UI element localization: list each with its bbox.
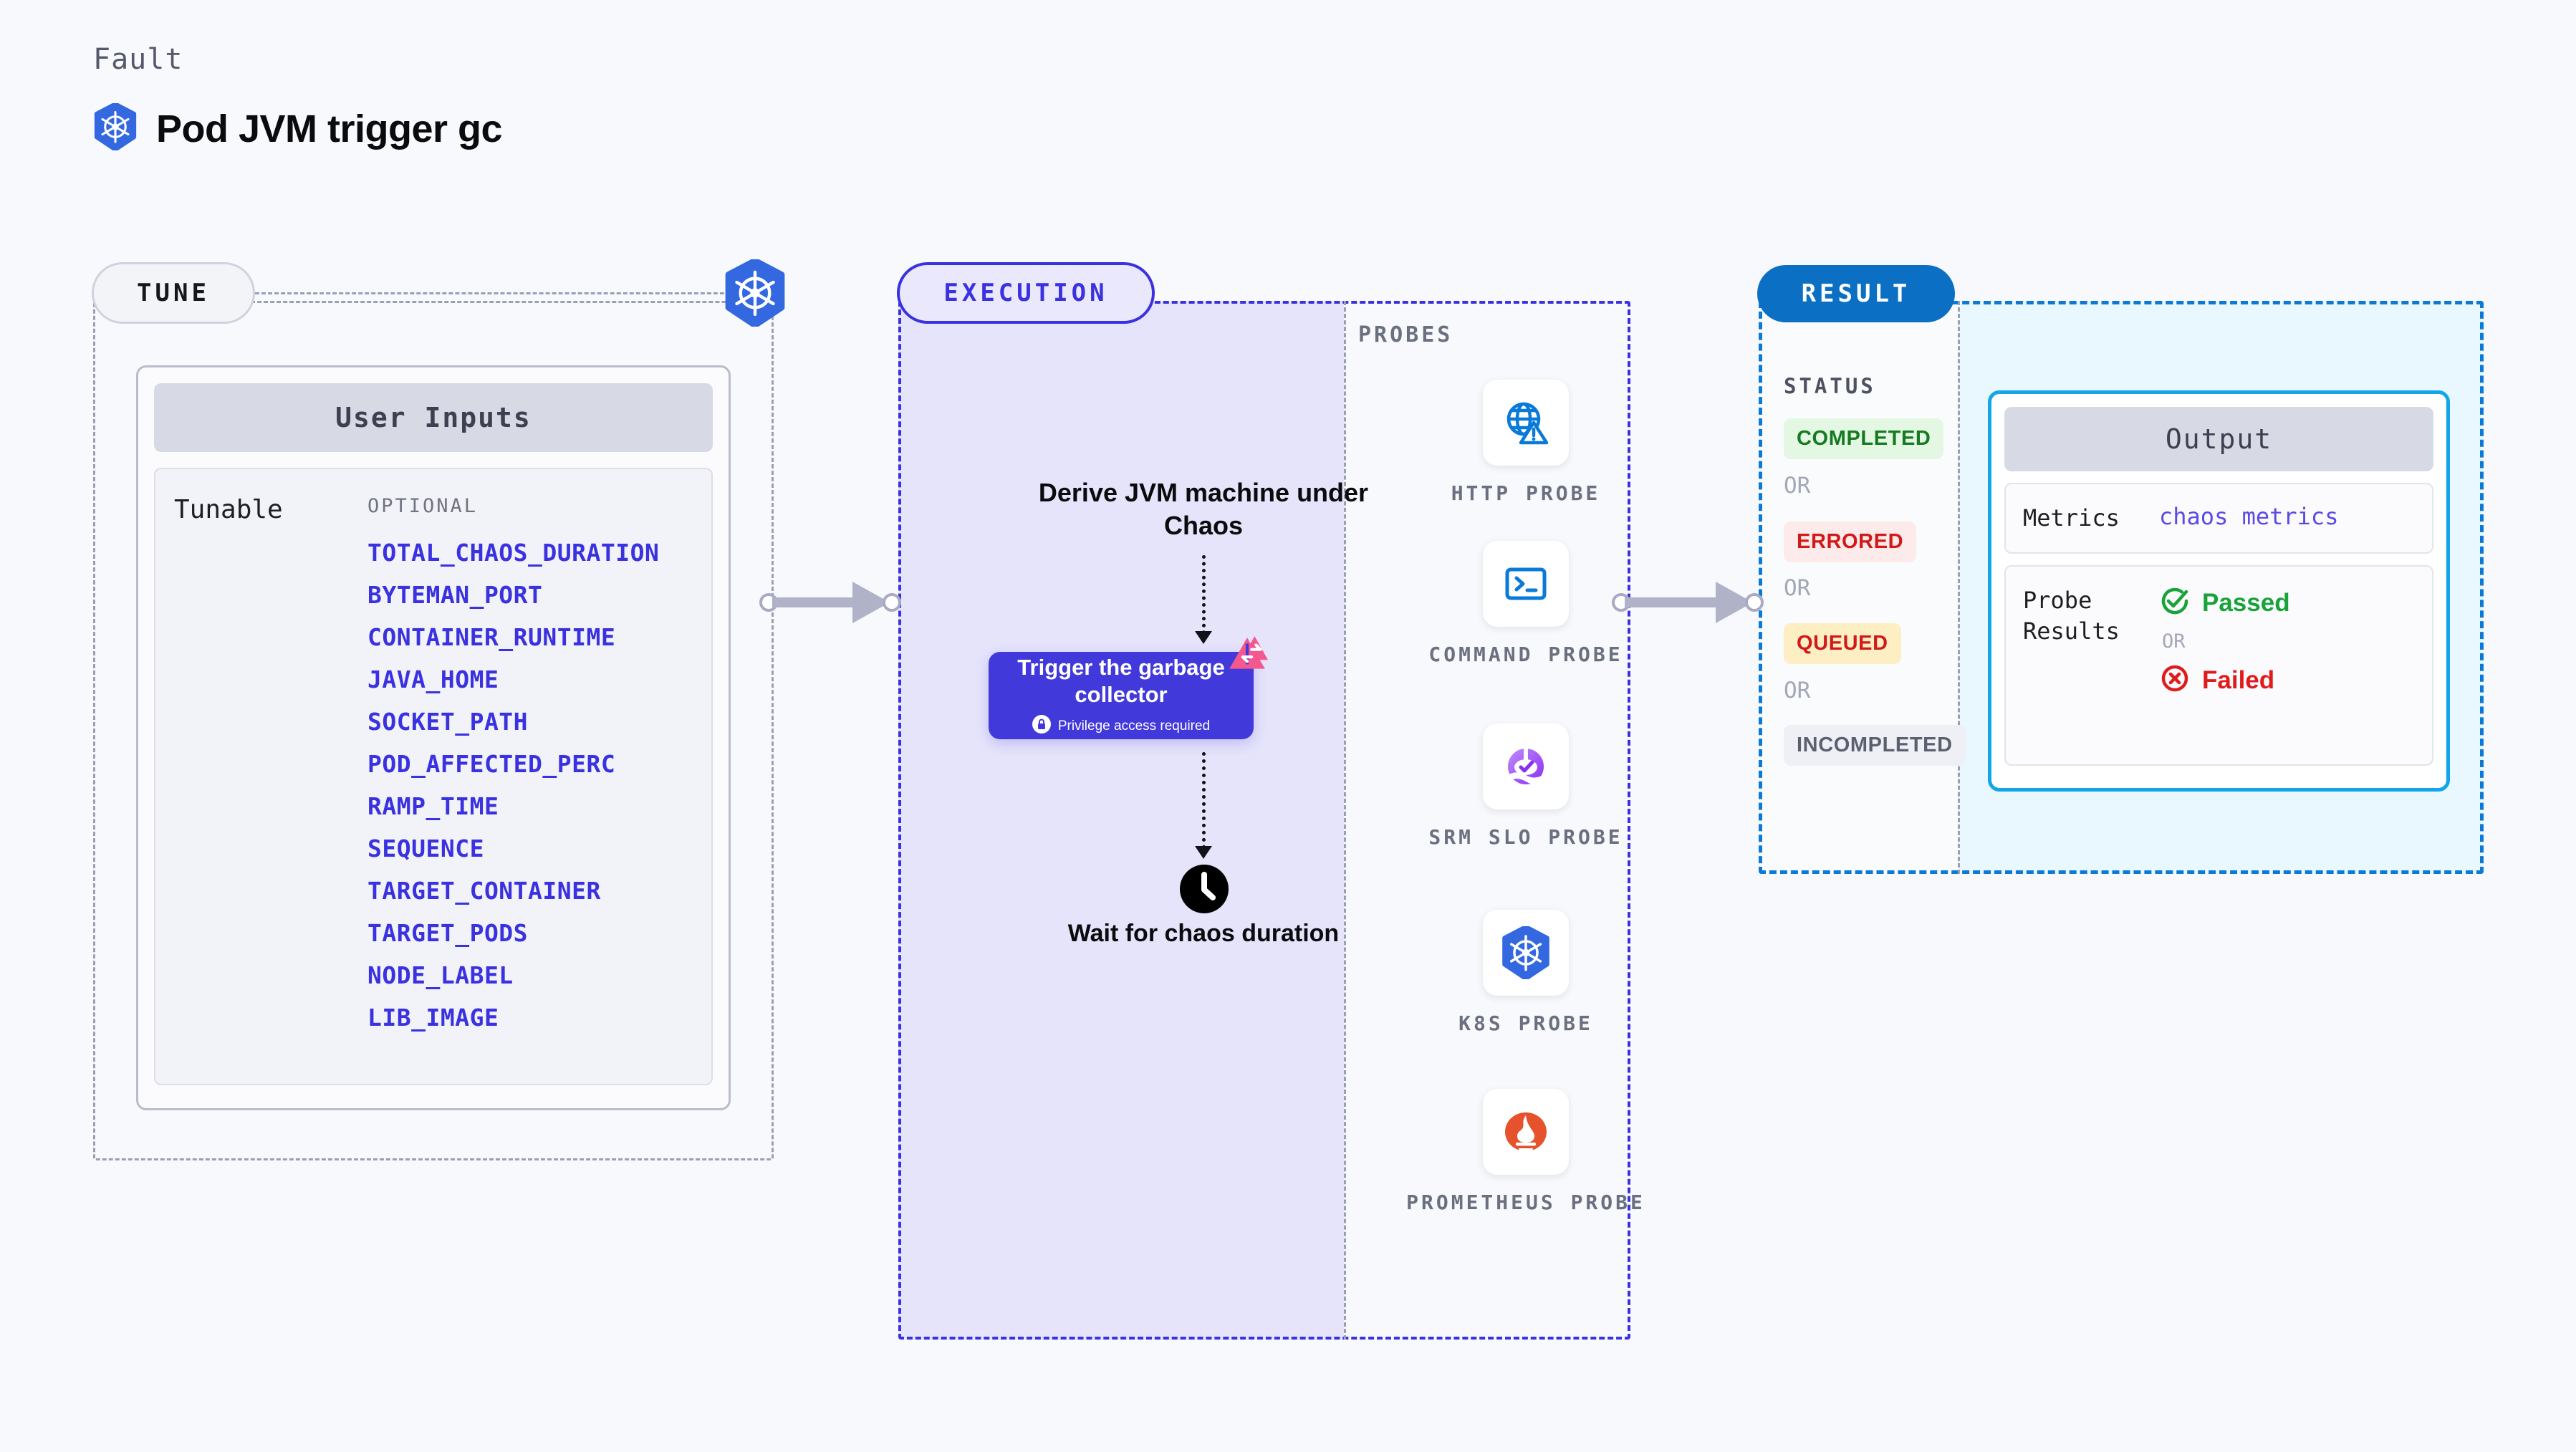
probe-item-srm-slo[interactable]: SRM SLO PROBE	[1404, 723, 1648, 851]
probe-label: HTTP PROBE	[1451, 481, 1601, 505]
tunable-item[interactable]: TARGET_CONTAINER	[367, 877, 601, 905]
execution-fill	[898, 301, 1344, 1340]
connector-shaft	[1625, 597, 1729, 607]
status-badge-incompleted: INCOMPLETED	[1784, 725, 1966, 766]
fault-eyebrow: Fault	[93, 43, 183, 76]
metrics-key: Metrics	[2023, 504, 2120, 532]
connector-shaft	[772, 597, 865, 607]
globe-warning-icon	[1483, 380, 1569, 466]
probe-item-prometheus[interactable]: PROMETHEUS PROBE	[1404, 1089, 1648, 1216]
output-probe-results-row: Probe Results Passed OR	[2004, 565, 2433, 766]
probe-results-key: Probe Results	[2023, 587, 2120, 645]
probe-result-failed: Failed	[2159, 663, 2290, 698]
probe-results-or-label: OR	[2162, 630, 2186, 653]
tune-pill[interactable]: TUNE	[92, 262, 255, 324]
tunable-item[interactable]: SEQUENCE	[367, 835, 484, 862]
status-badge-completed: COMPLETED	[1784, 418, 1944, 459]
tunable-item[interactable]: TOTAL_CHAOS_DURATION	[367, 539, 660, 567]
title-row: Pod JVM trigger gc	[93, 102, 503, 154]
litmus-chaos-icon	[1225, 635, 1269, 681]
probe-item-command[interactable]: COMMAND PROBE	[1404, 541, 1648, 668]
connector-execution-to-result	[1612, 566, 1766, 638]
tune-region	[93, 301, 774, 1160]
user-inputs-title: User Inputs	[154, 383, 713, 452]
execution-step-one-label: Derive JVM machine under Chaos	[1038, 478, 1369, 541]
execution-probes-divider	[1344, 301, 1346, 1340]
tunable-item[interactable]: TARGET_PODS	[367, 919, 529, 947]
status-or-label: OR	[1784, 473, 1811, 499]
trigger-gc-title: Trigger the garbage collector	[1017, 654, 1225, 707]
prometheus-icon	[1483, 1089, 1569, 1175]
output-card: Output Metrics chaos metrics Probe Resul…	[1988, 390, 2450, 792]
result-pill[interactable]: RESULT	[1757, 265, 1955, 322]
tunable-label: Tunable	[174, 495, 283, 524]
kubernetes-icon	[1483, 910, 1569, 996]
status-badge-queued: QUEUED	[1784, 623, 1901, 664]
lock-icon	[1032, 715, 1051, 737]
flow-arrow-two	[1195, 752, 1212, 859]
check-circle-icon	[2159, 585, 2191, 620]
x-circle-icon	[2159, 663, 2191, 698]
tunable-item[interactable]: BYTEMAN_PORT	[367, 581, 543, 609]
tunable-item[interactable]: NODE_LABEL	[367, 961, 514, 989]
failed-label: Failed	[2202, 665, 2275, 694]
tune-dash-connector	[255, 292, 756, 294]
status-or-label: OR	[1784, 678, 1811, 703]
tunable-item[interactable]: SOCKET_PATH	[367, 708, 529, 736]
status-label: STATUS	[1784, 374, 1876, 398]
tunable-list: OPTIONAL TOTAL_CHAOS_DURATION BYTEMAN_PO…	[367, 495, 659, 1058]
privilege-note: Privilege access required	[1032, 715, 1210, 737]
wait-step-label: Wait for chaos duration	[1067, 920, 1340, 947]
connector-dot	[883, 593, 901, 612]
kubernetes-icon	[93, 102, 138, 154]
trigger-gc-node[interactable]: Trigger the garbage collector Privilege …	[989, 636, 1268, 739]
probe-label: SRM SLO PROBE	[1428, 825, 1623, 849]
probe-item-k8s[interactable]: K8S PROBE	[1404, 910, 1648, 1037]
user-inputs-card: User Inputs Tunable OPTIONAL TOTAL_CHAOS…	[136, 365, 731, 1110]
probe-label: COMMAND PROBE	[1428, 643, 1623, 666]
passed-label: Passed	[2202, 588, 2290, 617]
execution-pill[interactable]: EXECUTION	[897, 262, 1155, 324]
result-inner-divider	[1958, 301, 1960, 874]
probe-label: K8S PROBE	[1458, 1011, 1593, 1035]
clock-icon	[1178, 863, 1230, 918]
flow-arrow-one	[1195, 555, 1212, 644]
probe-results-values: Passed OR Failed	[2159, 585, 2290, 746]
tunable-item[interactable]: RAMP_TIME	[367, 792, 499, 820]
srm-slo-icon	[1483, 723, 1569, 809]
status-badge-errored: ERRORED	[1784, 521, 1917, 562]
output-title: Output	[2004, 407, 2433, 471]
privilege-note-text: Privilege access required	[1057, 718, 1211, 734]
metrics-value[interactable]: chaos metrics	[2159, 503, 2339, 530]
tunable-item[interactable]: LIB_IMAGE	[367, 1004, 499, 1032]
page-header: Fault Pod JVM trigger gc	[93, 43, 503, 154]
optional-group-label: OPTIONAL	[367, 495, 479, 517]
kubernetes-icon	[724, 257, 787, 330]
tunable-section: Tunable OPTIONAL TOTAL_CHAOS_DURATION BY…	[154, 468, 713, 1085]
probe-label: PROMETHEUS PROBE	[1406, 1191, 1645, 1214]
execution-region	[898, 301, 1630, 1340]
tunable-item[interactable]: JAVA_HOME	[367, 665, 499, 693]
output-metrics-row: Metrics chaos metrics	[2004, 483, 2433, 554]
probe-result-passed: Passed	[2159, 585, 2290, 620]
connector-dot	[1745, 593, 1764, 612]
probes-section-label: PROBES	[1358, 322, 1453, 347]
probe-item-http[interactable]: HTTP PROBE	[1404, 380, 1648, 507]
result-region	[1759, 301, 2484, 874]
result-status-column	[1759, 301, 1958, 874]
tunable-item[interactable]: CONTAINER_RUNTIME	[367, 623, 616, 651]
tunable-item[interactable]: POD_AFFECTED_PERC	[367, 750, 616, 778]
connector-tune-to-execution	[759, 566, 903, 638]
page-title: Pod JVM trigger gc	[156, 107, 503, 150]
status-or-label: OR	[1784, 575, 1811, 601]
terminal-icon	[1483, 541, 1569, 627]
